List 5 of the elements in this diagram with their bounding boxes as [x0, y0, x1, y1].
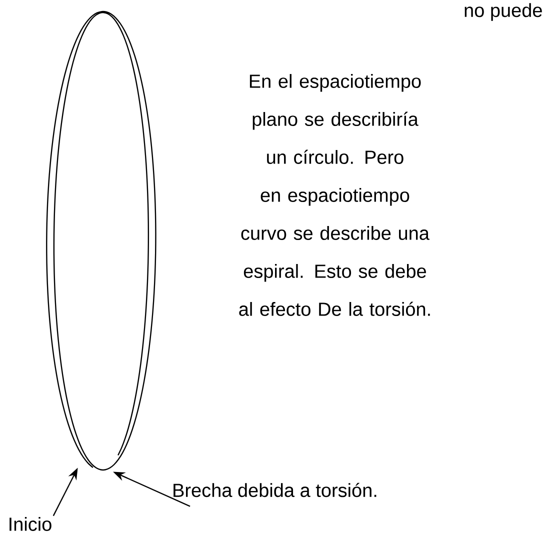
spiral-drawing — [46, 10, 156, 470]
cut-off-text: no puede — [464, 3, 542, 21]
text-label: Brecha debida a torsión. — [174, 482, 376, 498]
explanation-text: En el espaciotiempo plano se describiría un círculo. Pero en espaciotiempo curvo se describe una espiral. Esto se debe al efecto De la torsión. — [239, 74, 430, 316]
text-label: Inicio — [10, 517, 52, 531]
